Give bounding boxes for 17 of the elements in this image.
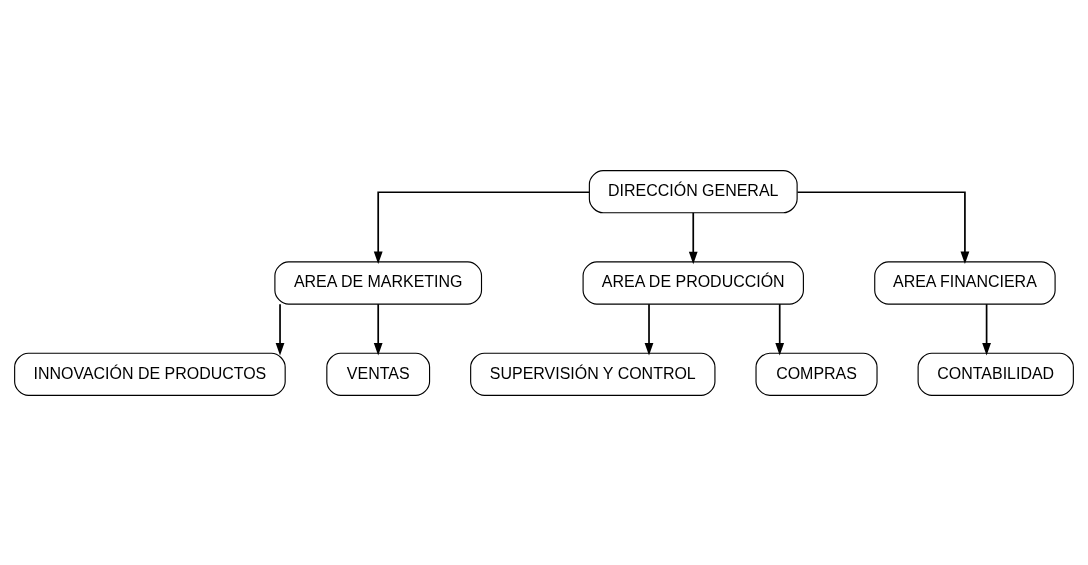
node-box: AREA DE PRODUCCIÓN: [582, 260, 804, 305]
arrow: [775, 302, 785, 356]
arrow: [796, 190, 970, 264]
node-box: COMPRAS: [755, 352, 878, 396]
arrow: [644, 302, 654, 356]
node-box: DIRECCIÓN GENERAL: [588, 169, 798, 213]
arrow: [688, 211, 698, 264]
node-box: AREA FINANCIERA: [874, 260, 1056, 305]
arrow: [373, 302, 383, 356]
arrow: [373, 190, 591, 264]
arrow: [275, 302, 285, 356]
arrow: [982, 302, 991, 356]
node-box: AREA DE MARKETING: [274, 260, 483, 305]
node-box: CONTABILIDAD: [917, 352, 1074, 396]
node-box: SUPERVISIÓN Y CONTROL: [470, 352, 716, 396]
node-box: VENTAS: [326, 352, 431, 396]
node-box: INNOVACIÓN DE PRODUCTOS: [14, 352, 286, 396]
